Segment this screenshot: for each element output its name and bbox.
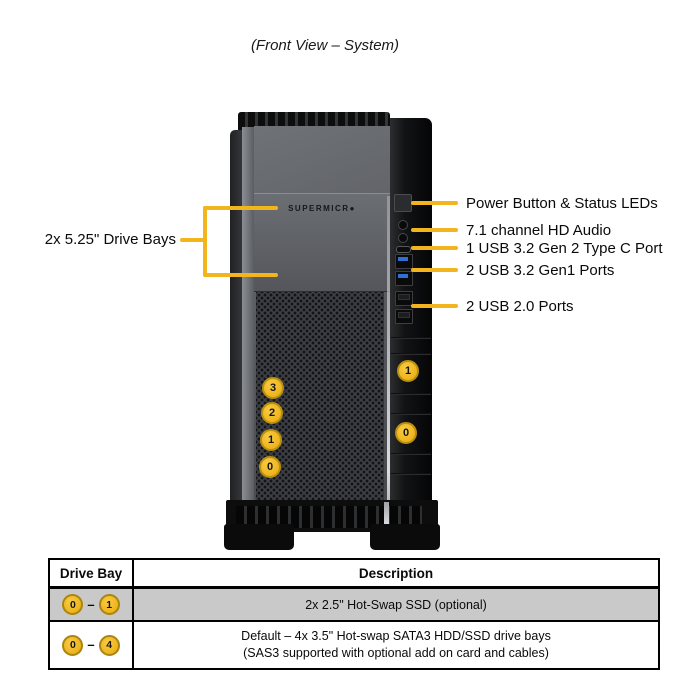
callout-bracket-top xyxy=(203,206,278,210)
audio-jack-icon[interactable] xyxy=(398,233,408,243)
table-cell-description: 2x 2.5" Hot-Swap SSD (optional) xyxy=(305,597,487,612)
ssd-badge-1: 1 xyxy=(397,360,419,382)
callout-leader-line xyxy=(411,201,458,205)
bay-badge: 0 xyxy=(62,634,84,656)
ssd-badge-0: 0 xyxy=(395,422,417,444)
callout-leader-line xyxy=(180,238,205,242)
supermicro-logo: SUPERMICR● xyxy=(288,204,356,213)
tray-seam xyxy=(391,353,431,355)
drive-badge-1: 1 xyxy=(260,429,282,451)
callout-bracket-vertical xyxy=(203,206,207,277)
base-vent-ribs xyxy=(236,506,422,528)
strip-highlight xyxy=(387,196,390,540)
front-io-strip xyxy=(390,118,432,542)
usb2-port-icon[interactable] xyxy=(395,291,413,306)
drive-badge-2: 2 xyxy=(261,402,283,424)
drive-badge-0: 0 xyxy=(259,456,281,478)
usb-tab xyxy=(398,274,408,278)
usb-tab xyxy=(398,294,410,300)
usb3-port-icon[interactable] xyxy=(395,271,413,286)
tray-seam xyxy=(391,453,431,455)
table-header-row: Drive Bay Description xyxy=(50,560,658,589)
callout-leader-line xyxy=(411,268,458,272)
drive-bay-table: Drive Bay Description 0 – 1 2x 2.5" Hot-… xyxy=(48,558,660,670)
table-header-description: Description xyxy=(358,565,434,581)
callout-label: 2 USB 3.2 Gen1 Ports xyxy=(466,261,615,279)
power-button-icon[interactable] xyxy=(394,194,412,212)
callout-label: 7.1 channel HD Audio xyxy=(466,221,612,239)
usb2-port-icon[interactable] xyxy=(395,309,413,324)
range-dash: – xyxy=(87,637,95,653)
callout-usb2-ports: 2 USB 2.0 Ports xyxy=(411,295,574,317)
table-cell-description: (SAS3 supported with optional add on car… xyxy=(243,646,549,660)
chassis-left-edge xyxy=(230,130,242,516)
usb-tab xyxy=(398,257,408,261)
usb-tab xyxy=(398,312,410,318)
tray-seam xyxy=(391,337,431,339)
bay-badge: 4 xyxy=(98,634,120,656)
drive-badge-3: 3 xyxy=(262,377,284,399)
callout-label: 1 USB 3.2 Gen 2 Type C Port xyxy=(466,239,663,257)
callout-power-button: Power Button & Status LEDs xyxy=(411,192,658,214)
tray-seam xyxy=(391,473,431,475)
callout-hd-audio: 7.1 channel HD Audio xyxy=(411,219,611,241)
table-row: 0 – 4 Default – 4x 3.5" Hot-swap SATA3 H… xyxy=(50,622,658,668)
chassis-foot xyxy=(224,524,294,550)
chassis-front-view: SUPERMICR● 3 2 1 0 1 0 xyxy=(224,110,440,555)
chassis-bevel xyxy=(242,127,254,517)
audio-jack-icon[interactable] xyxy=(398,220,408,230)
tray-seam xyxy=(391,413,431,415)
callout-bracket-bottom xyxy=(203,273,278,277)
tray-seam xyxy=(391,393,431,395)
callout-label: Power Button & Status LEDs xyxy=(466,194,658,212)
callout-leader-line xyxy=(411,246,458,250)
callout-label: 2 USB 2.0 Ports xyxy=(466,297,574,315)
usb3-port-icon[interactable] xyxy=(395,254,413,269)
callout-leader-line xyxy=(411,228,458,232)
range-dash: – xyxy=(87,597,95,612)
callout-leader-line xyxy=(411,304,458,308)
base-highlight xyxy=(384,502,389,530)
bay-badge: 1 xyxy=(98,594,120,615)
table-cell-description: Default – 4x 3.5" Hot-swap SATA3 HDD/SSD… xyxy=(241,629,551,644)
callout-drive-bays-label: 2x 5.25" Drive Bays xyxy=(44,231,176,248)
table-row: 0 – 1 2x 2.5" Hot-Swap SSD (optional) xyxy=(50,589,658,622)
callout-usb-type-c: 1 USB 3.2 Gen 2 Type C Port xyxy=(411,237,663,259)
bay-badge: 0 xyxy=(62,594,84,615)
table-header-drive-bay: Drive Bay xyxy=(50,560,134,586)
callout-usb3-ports: 2 USB 3.2 Gen1 Ports xyxy=(411,259,614,281)
page-title: (Front View – System) xyxy=(250,37,400,54)
chassis-foot xyxy=(370,524,440,550)
usb-c-port-icon[interactable] xyxy=(396,246,411,253)
